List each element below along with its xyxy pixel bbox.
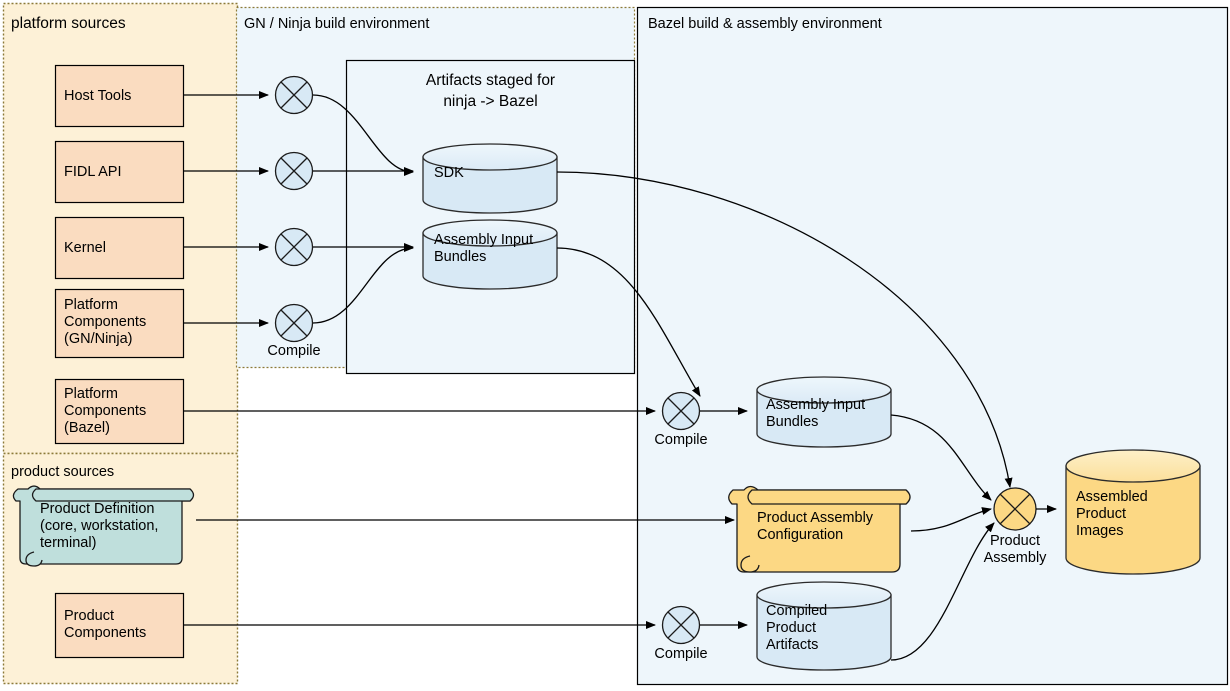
edge-aib-bazel-product-assembly <box>890 414 992 501</box>
container-title-bazel-env: Bazel build & assembly environment <box>648 16 882 32</box>
node-compile-bazel-platform[interactable] <box>661 391 701 431</box>
node-product-assembly[interactable] <box>993 487 1037 531</box>
edges <box>184 91 1057 661</box>
box-platform-components-bazel[interactable] <box>54 378 185 445</box>
edge-compile4-aib <box>312 244 414 324</box>
box-host-tools[interactable] <box>54 64 185 128</box>
box-platform-components-gn-ninja[interactable] <box>54 288 185 359</box>
box-product-components[interactable] <box>54 592 185 659</box>
edge-config-product-assembly <box>910 507 992 532</box>
node-compile-bazel-product[interactable] <box>661 605 701 645</box>
container-title-platform-sources: platform sources <box>11 15 126 32</box>
cylinder-assembly-input-bundles-bazel[interactable] <box>756 376 892 448</box>
box-product-definition[interactable] <box>12 485 195 567</box>
node-compile-3[interactable] <box>274 227 314 267</box>
container-bazel-env <box>636 6 1229 686</box>
note-product-assembly-configuration[interactable] <box>728 485 911 573</box>
edge-artifacts-product-assembly <box>890 522 995 661</box>
node-compile-1[interactable] <box>274 75 314 115</box>
edge-aib-ninja-aib-bazel <box>556 247 701 397</box>
cylinder-assembly-input-bundles-ninja[interactable] <box>422 219 558 290</box>
cylinder-assembled-product-images[interactable] <box>1065 449 1201 575</box>
box-kernel[interactable] <box>54 216 185 280</box>
edge-compile1-sdk <box>312 94 414 176</box>
edge-sdk-product-assembly <box>556 171 1013 488</box>
container-title-product-sources: product sources <box>11 464 115 480</box>
cylinder-compiled-product-artifacts[interactable] <box>756 581 892 671</box>
node-compile-4[interactable] <box>274 303 314 343</box>
container-staged-artifacts <box>345 59 636 375</box>
cylinder-sdk[interactable] <box>422 143 558 214</box>
node-compile-2[interactable] <box>274 151 314 191</box>
container-title-ninja-env: GN / Ninja build environment <box>244 16 430 32</box>
box-fidl-api[interactable] <box>54 140 185 204</box>
